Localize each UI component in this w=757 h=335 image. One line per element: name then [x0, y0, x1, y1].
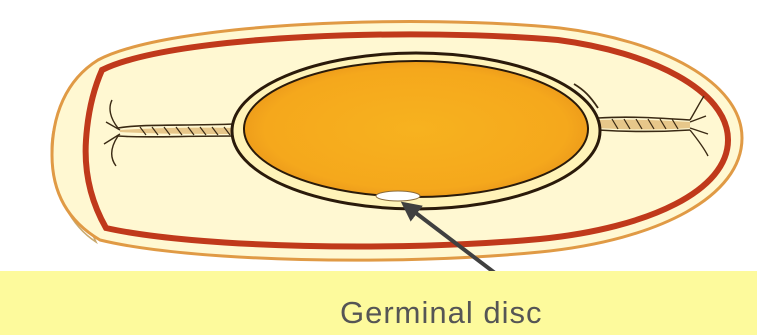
yolk — [244, 61, 588, 197]
germinal-disc — [376, 191, 420, 201]
germinal-disc-label: Germinal disc — [0, 297, 757, 328]
